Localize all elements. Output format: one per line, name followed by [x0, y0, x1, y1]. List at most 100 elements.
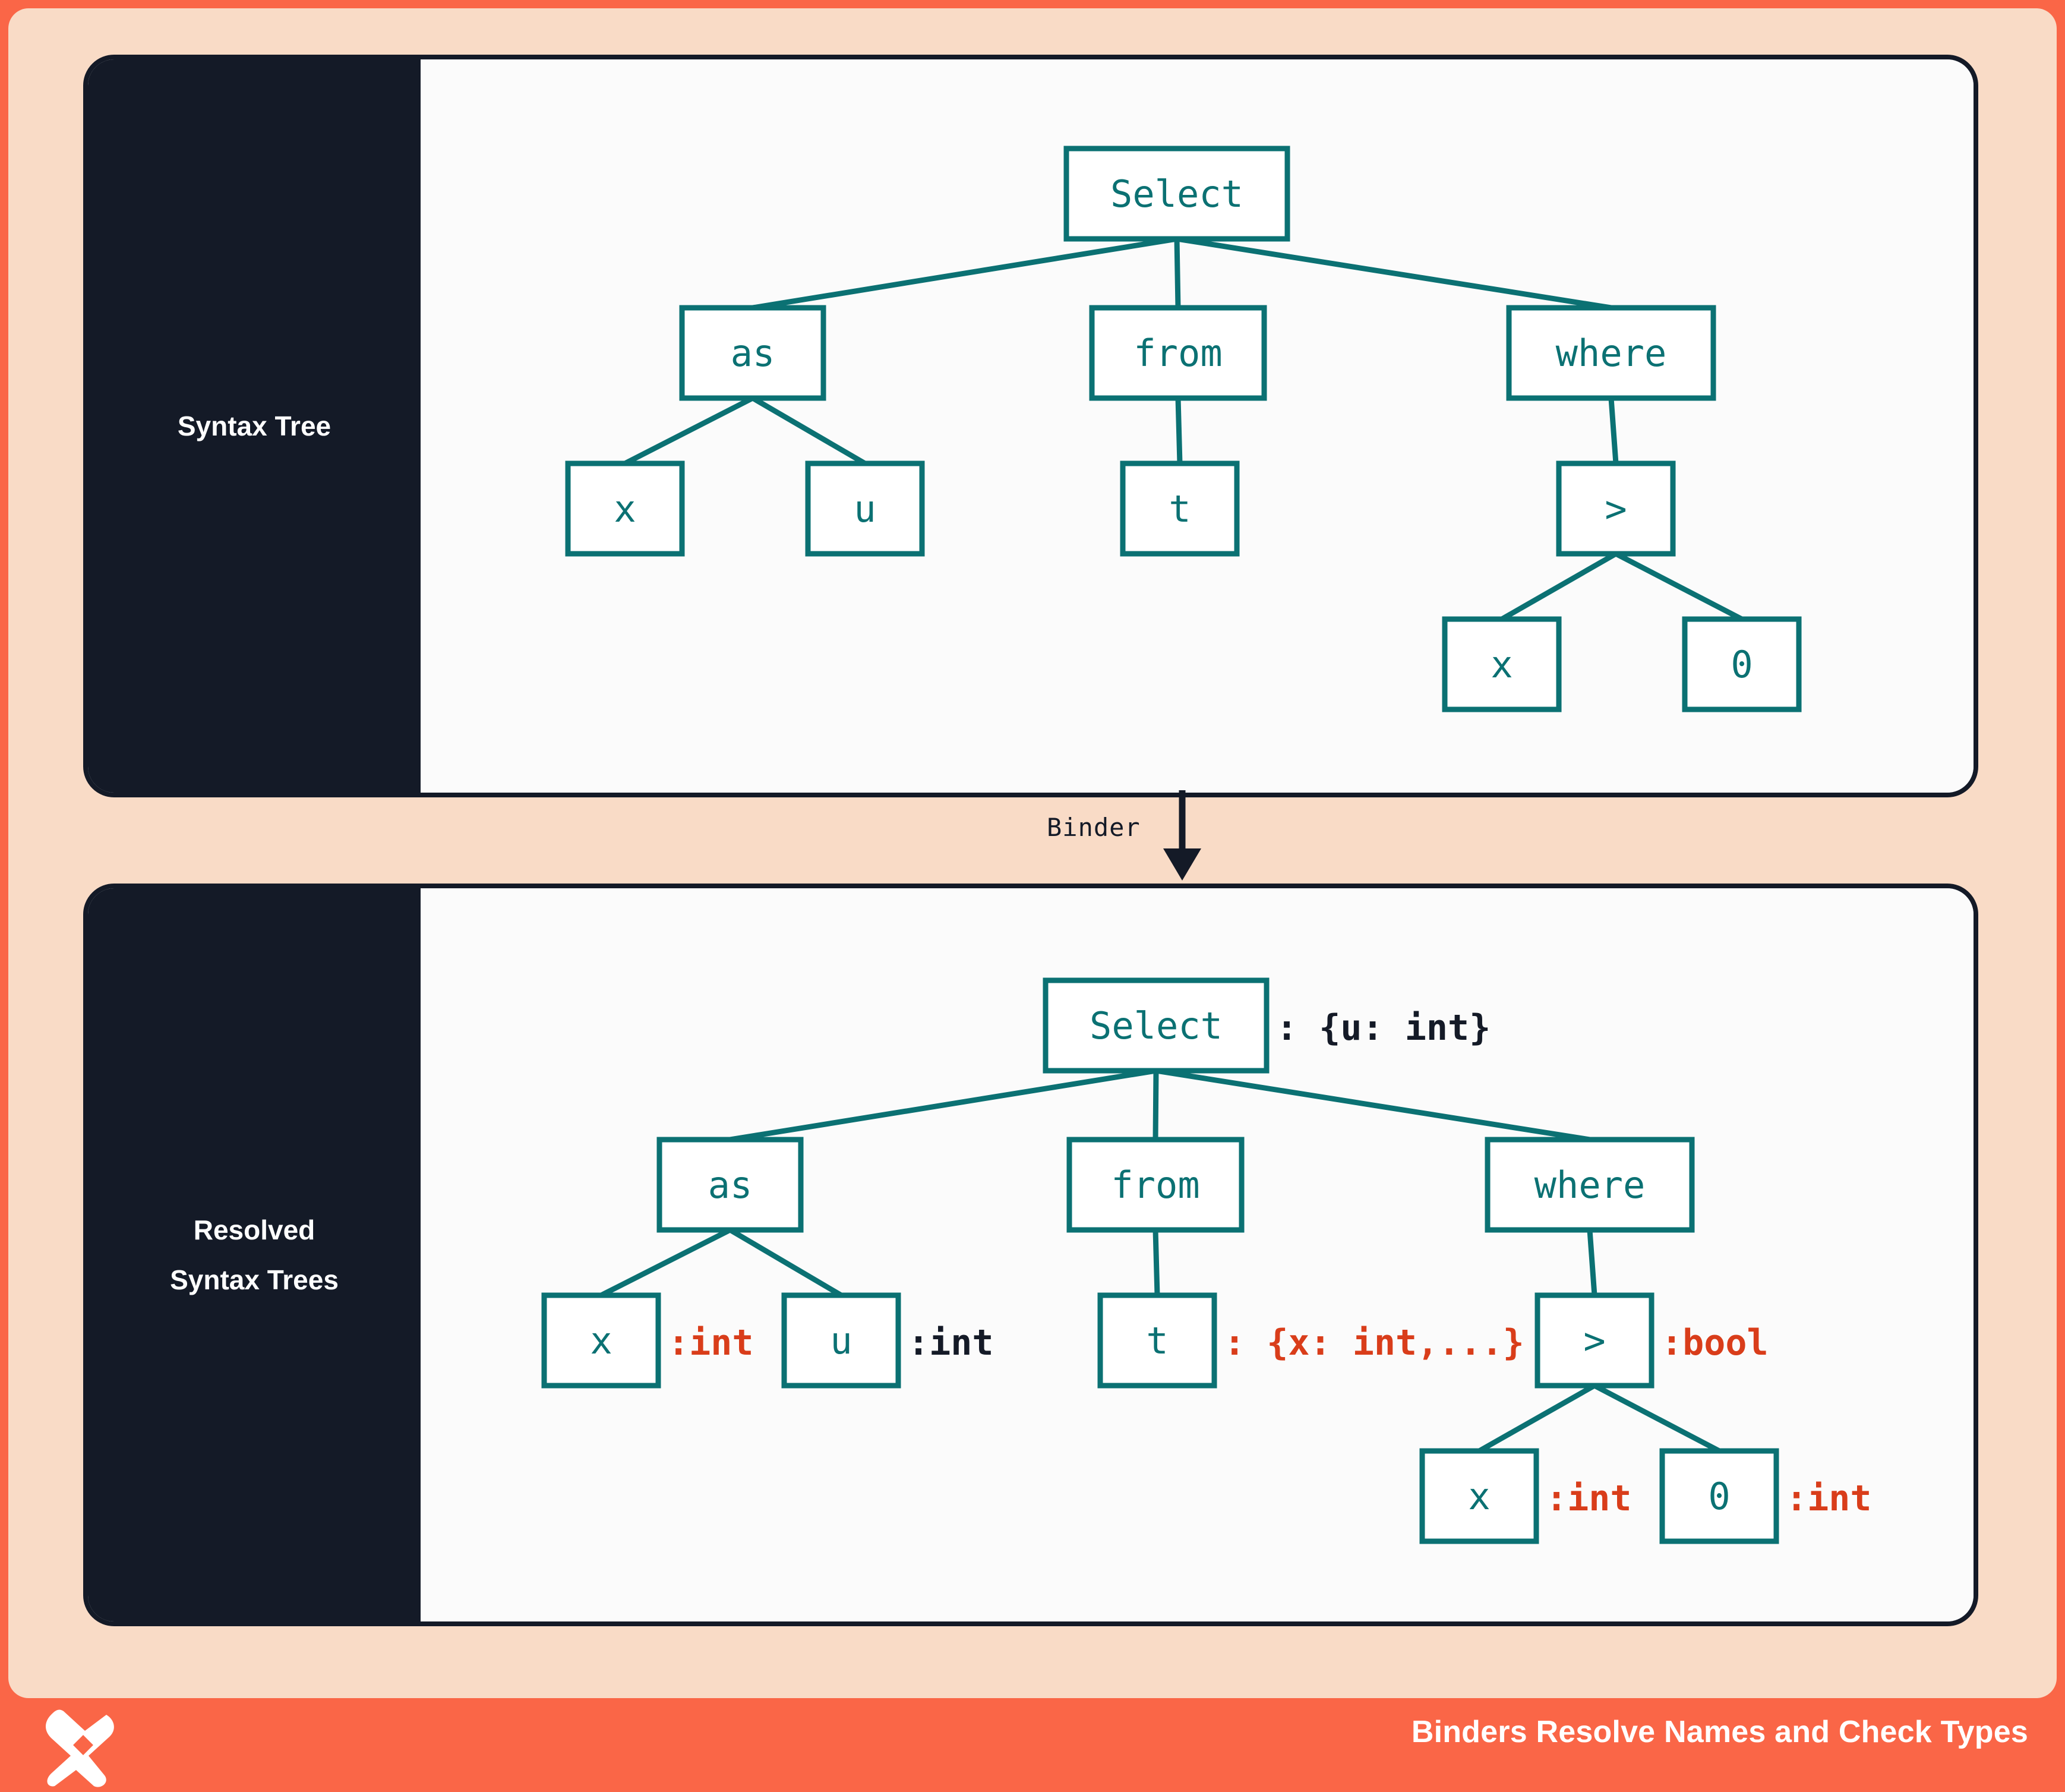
tree-node-box — [1043, 977, 1270, 1074]
tree-canvas-syntax-tree: Select as from where x u t > x 0 — [421, 59, 1974, 793]
tree-edge — [730, 1068, 1157, 1143]
tree-node-type-annotation: : {u: int} — [1276, 1007, 1491, 1049]
tree-node[interactable]: Select : {u: int} — [1043, 977, 1491, 1074]
tree-edge — [1614, 551, 1744, 621]
tree-edge — [1500, 551, 1618, 621]
tree-node-label: > — [1583, 1319, 1605, 1362]
tree-node-label: as — [731, 332, 775, 375]
tree-node-label: where — [1534, 1163, 1646, 1207]
tree-node-type-annotation: : {x: int,...} — [1224, 1322, 1524, 1364]
tree-edge — [1608, 397, 1619, 464]
tree-node[interactable]: 0 :int — [1659, 1448, 1872, 1544]
tree-node-label: t — [1169, 487, 1191, 531]
tree-node-label: t — [1146, 1319, 1168, 1362]
tree-edge — [1593, 1383, 1721, 1453]
tree-node[interactable]: from — [1066, 1137, 1245, 1233]
tree-node-box — [1089, 305, 1267, 401]
tree-node-label: u — [830, 1319, 852, 1362]
tree-node-label: from — [1111, 1163, 1199, 1207]
tree-edge — [1155, 1068, 1590, 1143]
panel-sidebar-label: Syntax Tree — [177, 411, 331, 441]
tree-edge — [728, 1228, 843, 1298]
tree-node[interactable]: as — [656, 1137, 804, 1233]
tree-node-label: > — [1605, 487, 1627, 531]
tree-node-box — [1097, 1292, 1217, 1389]
tree-node[interactable]: t — [1120, 460, 1240, 557]
footer-bar — [0, 1698, 2065, 1792]
tree-edge — [1587, 1229, 1597, 1296]
tree-node[interactable]: where — [1485, 1137, 1695, 1233]
tree-node-box — [1534, 1292, 1654, 1389]
tree-edge — [1175, 397, 1183, 464]
tree-node-box — [1442, 616, 1562, 712]
panel-sidebar-syntax-tree: Syntax Tree — [88, 59, 421, 793]
tree-node[interactable]: > :bool — [1534, 1292, 1769, 1389]
arrow-down-icon — [1163, 790, 1201, 881]
tree-node[interactable]: > — [1556, 460, 1676, 557]
tree-node-box — [1063, 146, 1290, 242]
tree-node-label: 0 — [1708, 1475, 1730, 1518]
tree-edge — [1477, 1383, 1596, 1453]
binder-label: Binder — [1047, 813, 1141, 842]
tree-node-label: Select — [1090, 1004, 1223, 1048]
tree-node-box — [679, 305, 826, 401]
tree-node[interactable]: t : {x: int,...} — [1097, 1292, 1524, 1389]
tree-node-label: Select — [1110, 172, 1243, 216]
panel-sidebar-label: Resolved Syntax Trees — [170, 1214, 339, 1295]
tree-edge — [1153, 1070, 1159, 1140]
tree-node-type-annotation: :int — [1546, 1478, 1632, 1519]
tree-node-box — [805, 460, 925, 557]
tree-node-label: 0 — [1731, 643, 1753, 686]
tree-node[interactable]: u :int — [781, 1292, 994, 1389]
tree-edge — [752, 236, 1177, 311]
tree-node-box — [656, 1137, 804, 1233]
tree-node-box — [1682, 616, 1802, 712]
tree-node-label: as — [708, 1163, 753, 1207]
resolved-syntax-tree-graphic: Select : {u: int} as from where x :int u :int t : … — [541, 977, 1872, 1544]
panel-sidebar-resolved-syntax-trees: Resolved Syntax Trees — [88, 888, 421, 1621]
tree-node-label: x — [614, 487, 636, 531]
tree-node-box — [565, 460, 685, 557]
tree-canvas-resolved-syntax-trees: Select : {u: int} as from where x :int u :int t : … — [421, 888, 1974, 1621]
tree-node-type-annotation: :int — [908, 1322, 994, 1364]
tree-node[interactable]: 0 — [1682, 616, 1802, 712]
tree-node-box — [1066, 1137, 1245, 1233]
tree-node-type-annotation: :int — [668, 1322, 754, 1364]
tree-edge — [1153, 1229, 1160, 1296]
tree-node-box — [781, 1292, 901, 1389]
tree-node-box — [1120, 460, 1240, 557]
tree-edge — [1176, 236, 1612, 311]
tree-node[interactable]: Select — [1063, 146, 1290, 242]
tree-node[interactable]: as — [679, 305, 826, 401]
tree-node[interactable]: x — [565, 460, 685, 557]
tree-edge — [623, 395, 754, 466]
tree-node[interactable]: u — [805, 460, 925, 557]
tree-node[interactable]: where — [1506, 305, 1716, 401]
tree-node-type-annotation: :int — [1786, 1478, 1872, 1519]
panel-resolved-syntax-trees: Resolved Syntax Trees Select : {u: int} as… — [83, 884, 1978, 1626]
syntax-tree-graphic: Select as from where x u t > x 0 — [565, 146, 1802, 712]
tree-node-label: x — [590, 1319, 612, 1362]
tree-edge — [599, 1227, 732, 1298]
tree-node-box — [541, 1292, 661, 1389]
tree-node[interactable]: x — [1442, 616, 1562, 712]
footer-title: Binders Resolve Names and Check Types — [1411, 1715, 2028, 1749]
tree-node-label: x — [1468, 1475, 1490, 1518]
panel-syntax-tree: Syntax Tree Select as from where x u t > x 0 — [83, 55, 1978, 797]
tree-edge — [1174, 238, 1181, 308]
tree-node[interactable]: from — [1089, 305, 1267, 401]
tree-node-label: u — [854, 487, 876, 531]
tree-node-box — [1419, 1448, 1539, 1544]
tree-node[interactable]: x :int — [1419, 1448, 1632, 1544]
tree-node-label: from — [1133, 332, 1222, 375]
tree-node[interactable]: x :int — [541, 1292, 754, 1389]
tree-node-type-annotation: :bool — [1661, 1322, 1769, 1364]
tree-node-box — [1556, 460, 1676, 557]
tree-node-box — [1485, 1137, 1695, 1233]
x-butterfly-logo-icon — [46, 1709, 114, 1787]
tree-edge — [751, 396, 867, 466]
tree-node-label: x — [1491, 643, 1513, 686]
tree-node-box — [1506, 305, 1716, 401]
tree-node-label: where — [1556, 332, 1667, 375]
